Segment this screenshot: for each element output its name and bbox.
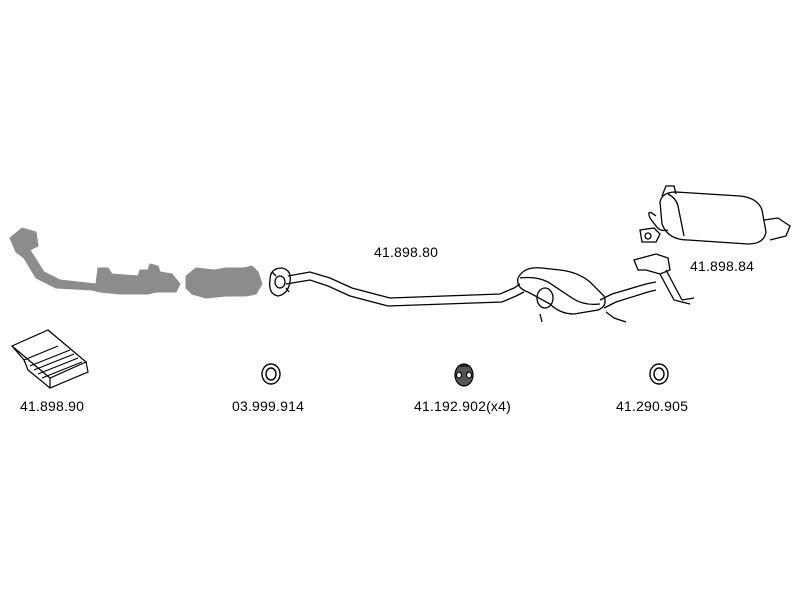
rubber-hanger-icon — [454, 363, 474, 387]
catalytic-converter-icon — [185, 265, 263, 299]
front-pipe-icon — [9, 227, 181, 295]
part-number-seal-ring: 41.290.905 — [616, 398, 689, 414]
part-number-gasket-ring: 03.999.914 — [232, 398, 305, 414]
rear-muffler-icon — [639, 185, 791, 245]
pipe-flange-icon — [269, 267, 291, 297]
part-number-mounting-kit: 41.898.90 — [20, 398, 85, 414]
mounting-kit-box-icon — [10, 329, 89, 389]
part-number-rear-muffler: 41.898.84 — [690, 258, 755, 274]
part-number-center-pipe: 41.898.80 — [374, 244, 439, 260]
center-pipe-muffler-icon — [285, 253, 695, 323]
gasket-ring-icon — [261, 363, 281, 385]
part-number-rubber-hanger: 41.192.902(x4) — [414, 398, 511, 414]
seal-ring-icon — [649, 363, 669, 385]
